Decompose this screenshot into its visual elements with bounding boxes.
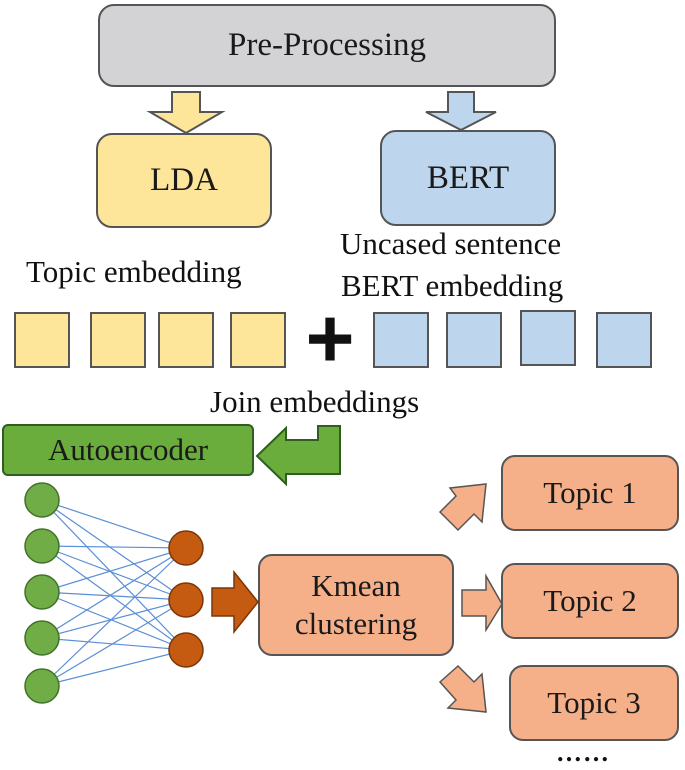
arrow-to-topic-3 [438, 664, 487, 713]
arrow-to-topic-1 [438, 483, 487, 532]
input-node [24, 620, 60, 656]
bert-embedding-cell [446, 312, 502, 368]
topic-3-label: Topic 3 [547, 685, 641, 720]
bert-label: BERT [426, 159, 510, 196]
topic-embedding-cell [158, 312, 214, 368]
arrow-to-lda [146, 91, 226, 135]
topic-embedding-cell [230, 312, 286, 368]
autoencoder-box: Autoencoder [2, 424, 254, 476]
topic-embedding-cell [90, 312, 146, 368]
join-embeddings-label: Join embeddings [210, 384, 420, 419]
input-node [24, 482, 60, 518]
autoencoder-label: Autoencoder [47, 432, 209, 467]
lda-label: LDA [150, 162, 218, 198]
encoded-node [168, 632, 204, 668]
topic-embedding-label: Topic embedding [26, 254, 242, 289]
bert-box: BERT [380, 130, 556, 226]
kmean-label-line2: clustering [294, 606, 418, 641]
encoded-node [168, 530, 204, 566]
pre-processing-label: Pre-Processing [228, 27, 426, 63]
network-edges [41, 499, 187, 687]
lda-box: LDA [96, 133, 272, 228]
pre-processing-box: Pre-Processing [98, 4, 556, 87]
topic-1-label: Topic 1 [543, 475, 637, 510]
arrow-to-topic-2 [461, 573, 503, 633]
arrow-to-bert [425, 91, 497, 132]
topic-2-label: Topic 2 [543, 583, 637, 618]
bert-embedding-label-line1: Uncased sentence [340, 226, 562, 261]
arrow-to-kmean [211, 569, 259, 635]
join-arrow [255, 425, 341, 487]
bert-embedding-label-line2: BERT embedding [341, 268, 564, 303]
topic-1-box: Topic 1 [501, 455, 679, 531]
input-node [24, 668, 60, 704]
topic-2-box: Topic 2 [501, 563, 679, 639]
topic-3-box: Topic 3 [509, 665, 679, 741]
plus-symbol: + [305, 290, 355, 385]
input-node [24, 574, 60, 610]
input-nodes [24, 482, 60, 704]
bert-embedding-cell [373, 312, 429, 368]
bert-embedding-cell [520, 310, 576, 366]
topic-embedding-cell [14, 312, 70, 368]
encoded-node [168, 582, 204, 618]
kmean-clustering-box: Kmean clustering [258, 554, 454, 656]
bert-embedding-cell [596, 312, 652, 368]
input-node [24, 528, 60, 564]
plus-sign: + [298, 291, 362, 385]
more-ellipsis: …… [556, 738, 610, 767]
kmean-label-line1: Kmean [311, 568, 401, 603]
encoded-nodes [168, 530, 204, 668]
